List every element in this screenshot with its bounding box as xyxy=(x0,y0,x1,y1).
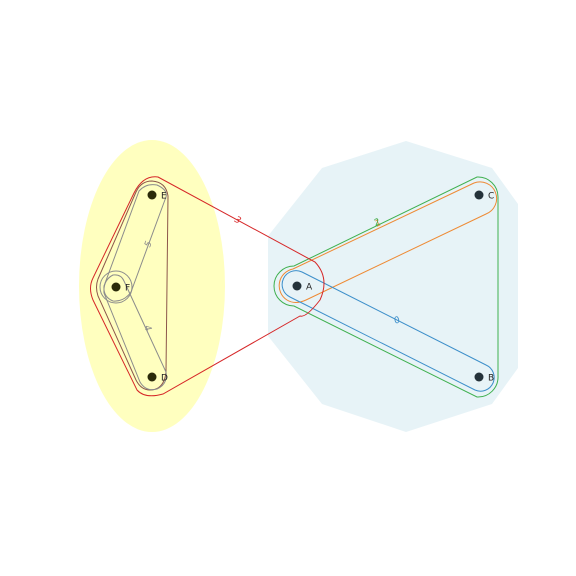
node-b xyxy=(474,372,484,382)
node-e xyxy=(147,190,157,200)
hyperedge-4-outline xyxy=(103,274,167,391)
hyperedge-5-label: 5 xyxy=(143,240,154,249)
node-d-label: D xyxy=(161,374,168,384)
hyperedge-2-label: 2 xyxy=(373,217,383,229)
hyperedge-6-outline xyxy=(96,180,169,391)
node-b-label: B xyxy=(488,374,494,384)
hyperedge-4-label: 4 xyxy=(141,324,153,333)
hyperedge-7-outline xyxy=(99,270,133,304)
hyperedge-2-outline xyxy=(273,176,499,398)
node-e-label: E xyxy=(161,192,167,202)
hyperedge-3-outline xyxy=(90,176,325,397)
left-cluster-region xyxy=(79,140,225,432)
hyperedge-0-label: 0 xyxy=(393,315,403,327)
hyperedge-3-label: 3 xyxy=(233,215,243,227)
hyperedge-1-label: 1 xyxy=(374,218,384,230)
node-f-label: F xyxy=(125,284,130,294)
node-c xyxy=(474,190,484,200)
node-a-label: A xyxy=(306,283,313,293)
node-f xyxy=(111,282,121,292)
node-d xyxy=(147,372,157,382)
node-c-label: C xyxy=(488,192,494,202)
hyperedge-0-outline xyxy=(281,270,495,392)
node-a xyxy=(292,281,302,291)
right-cluster-region xyxy=(268,141,518,432)
